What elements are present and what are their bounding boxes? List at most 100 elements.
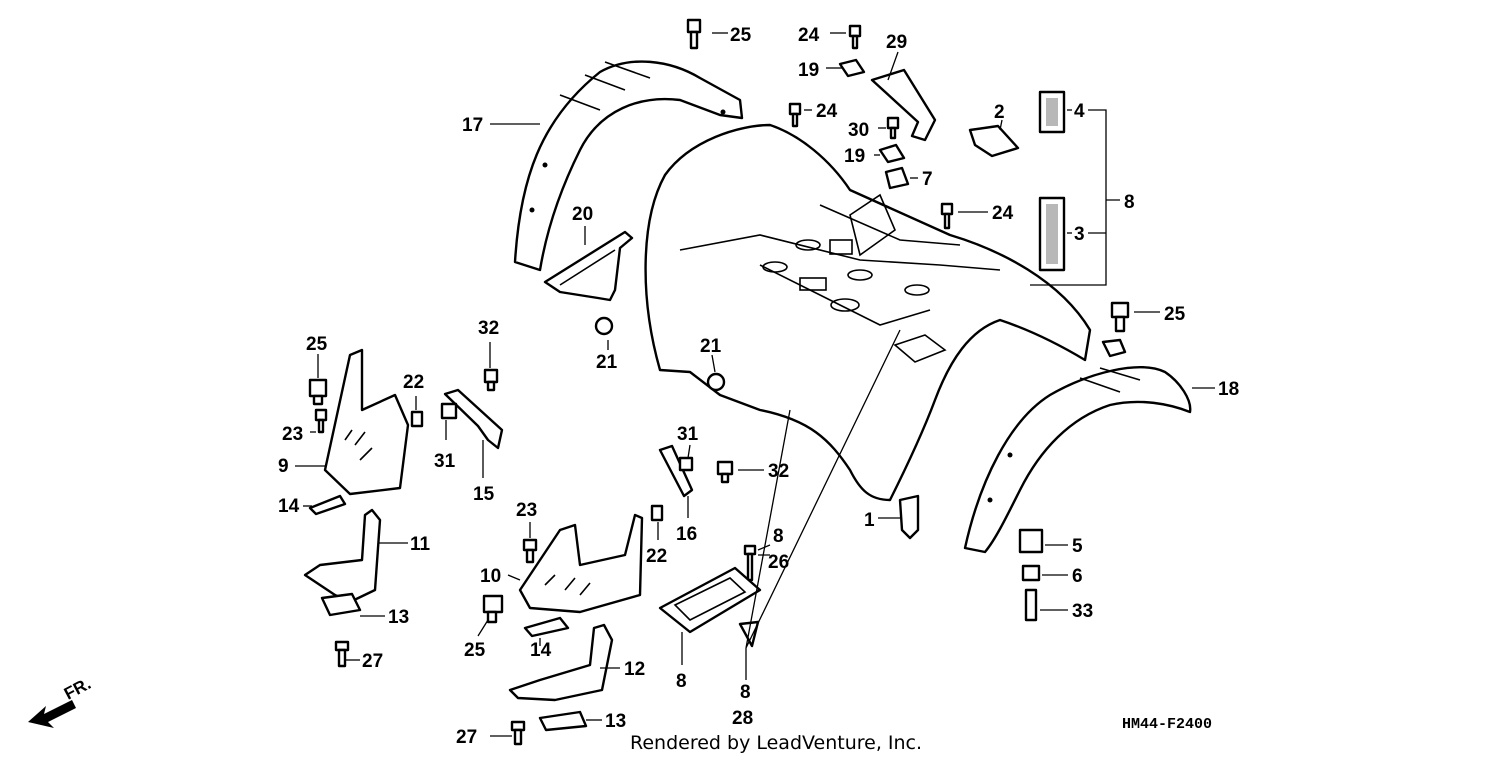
bolt-25-lower (482, 594, 504, 624)
callout: 32 (768, 461, 789, 482)
front-direction-arrow-icon (28, 700, 76, 728)
bolt-24-top (848, 24, 862, 50)
callout: 29 (886, 32, 907, 53)
callout: 25 (1164, 304, 1186, 325)
callout: 24 (992, 203, 1014, 224)
band-14-lower (523, 616, 570, 638)
callout: 3 (1074, 224, 1085, 245)
callout: 22 (646, 546, 667, 567)
callout: 21 (700, 336, 722, 357)
reflector-3 (1038, 196, 1066, 272)
bolt-25-top (686, 18, 702, 50)
callout: 7 (922, 169, 933, 190)
callout: 8 (676, 671, 687, 692)
callout: 9 (278, 456, 289, 477)
callout: 1 (864, 510, 875, 531)
clip-22-mid (650, 504, 664, 522)
callout: 13 (605, 711, 626, 732)
grommet-5 (1018, 528, 1044, 554)
stay-11 (303, 508, 382, 604)
grommet-7 (884, 166, 910, 190)
callout: 31 (677, 424, 699, 445)
callout: 16 (676, 524, 697, 545)
cap-1 (898, 494, 920, 540)
bracket-2 (968, 124, 1020, 158)
clip-19-mid (878, 143, 906, 164)
callout: 24 (816, 101, 838, 122)
clip-22-left (410, 410, 424, 428)
band-14-left (308, 494, 347, 516)
bolt-24-mid (788, 102, 802, 128)
bracket-16 (658, 444, 694, 498)
leader-lines (295, 32, 1215, 737)
callout: 8 (740, 682, 751, 703)
callout: 31 (434, 451, 456, 472)
callout: 30 (848, 120, 869, 141)
callout: 8 (773, 526, 784, 547)
bolt-31-left (440, 402, 458, 420)
callout: 4 (1074, 101, 1085, 122)
bolt-33 (1024, 588, 1038, 622)
bolt-25-right (1110, 301, 1130, 333)
callout: 13 (388, 607, 409, 628)
direction-label: FR. (61, 674, 94, 704)
callout-numbers: 25 24 29 19 24 30 19 7 2 4 8 3 24 17 20 … (278, 25, 1239, 748)
bolt-23-mid (522, 538, 538, 564)
callout: 18 (1218, 379, 1239, 400)
bolt-27-left (334, 640, 350, 668)
callout: 12 (624, 659, 645, 680)
callout: 15 (473, 484, 495, 505)
bolt-30 (886, 116, 900, 140)
callout: 25 (306, 334, 328, 355)
holder-13-left (320, 592, 362, 617)
callout: 17 (462, 115, 483, 136)
bolt-32-mid (716, 460, 734, 484)
callout: 27 (362, 651, 383, 672)
callout: 2 (994, 102, 1005, 123)
footrest-10 (518, 513, 644, 614)
callout: 33 (1072, 601, 1093, 622)
reflector-4 (1038, 90, 1066, 134)
callout: 25 (464, 640, 486, 661)
nut-21-mid (706, 372, 726, 392)
bolt-27-lower (510, 720, 526, 746)
callout: 6 (1072, 566, 1083, 587)
callout: 26 (768, 552, 789, 573)
holder-13-lower (538, 710, 588, 732)
callout: 25 (730, 25, 752, 46)
callout: 21 (596, 352, 618, 373)
bolt-23-left (314, 408, 328, 434)
callout: 10 (480, 566, 501, 587)
callout: 28 (732, 708, 753, 729)
footrest-9 (323, 348, 410, 496)
callout: 19 (798, 60, 819, 81)
drawing-code: HM44-F2400 (1122, 716, 1212, 733)
part-17-left-fender (513, 60, 744, 272)
rear-fender-body (644, 123, 1092, 502)
clip-19-top (838, 58, 866, 78)
bolt-24-lower (940, 202, 954, 230)
nut-21-left (594, 316, 614, 336)
bolt-32-top (483, 368, 499, 392)
collar-6 (1021, 564, 1041, 582)
callout: 11 (410, 534, 431, 555)
stay-12 (508, 623, 614, 702)
callout: 27 (456, 727, 477, 748)
callout: 14 (530, 640, 552, 661)
callout: 5 (1072, 536, 1083, 557)
callout: 22 (403, 372, 424, 393)
bolt-31-mid (678, 456, 694, 472)
callout: 24 (798, 25, 820, 46)
callout: 20 (572, 204, 593, 225)
part-18-right-fender (963, 338, 1192, 554)
bolt-25-left (308, 378, 328, 406)
strap-29 (870, 68, 937, 142)
callout: 8 (1124, 192, 1135, 213)
bolt-26 (743, 544, 757, 582)
callout: 23 (516, 500, 537, 521)
callout: 32 (478, 318, 499, 339)
callout: 23 (282, 424, 303, 445)
callout: 14 (278, 496, 300, 517)
